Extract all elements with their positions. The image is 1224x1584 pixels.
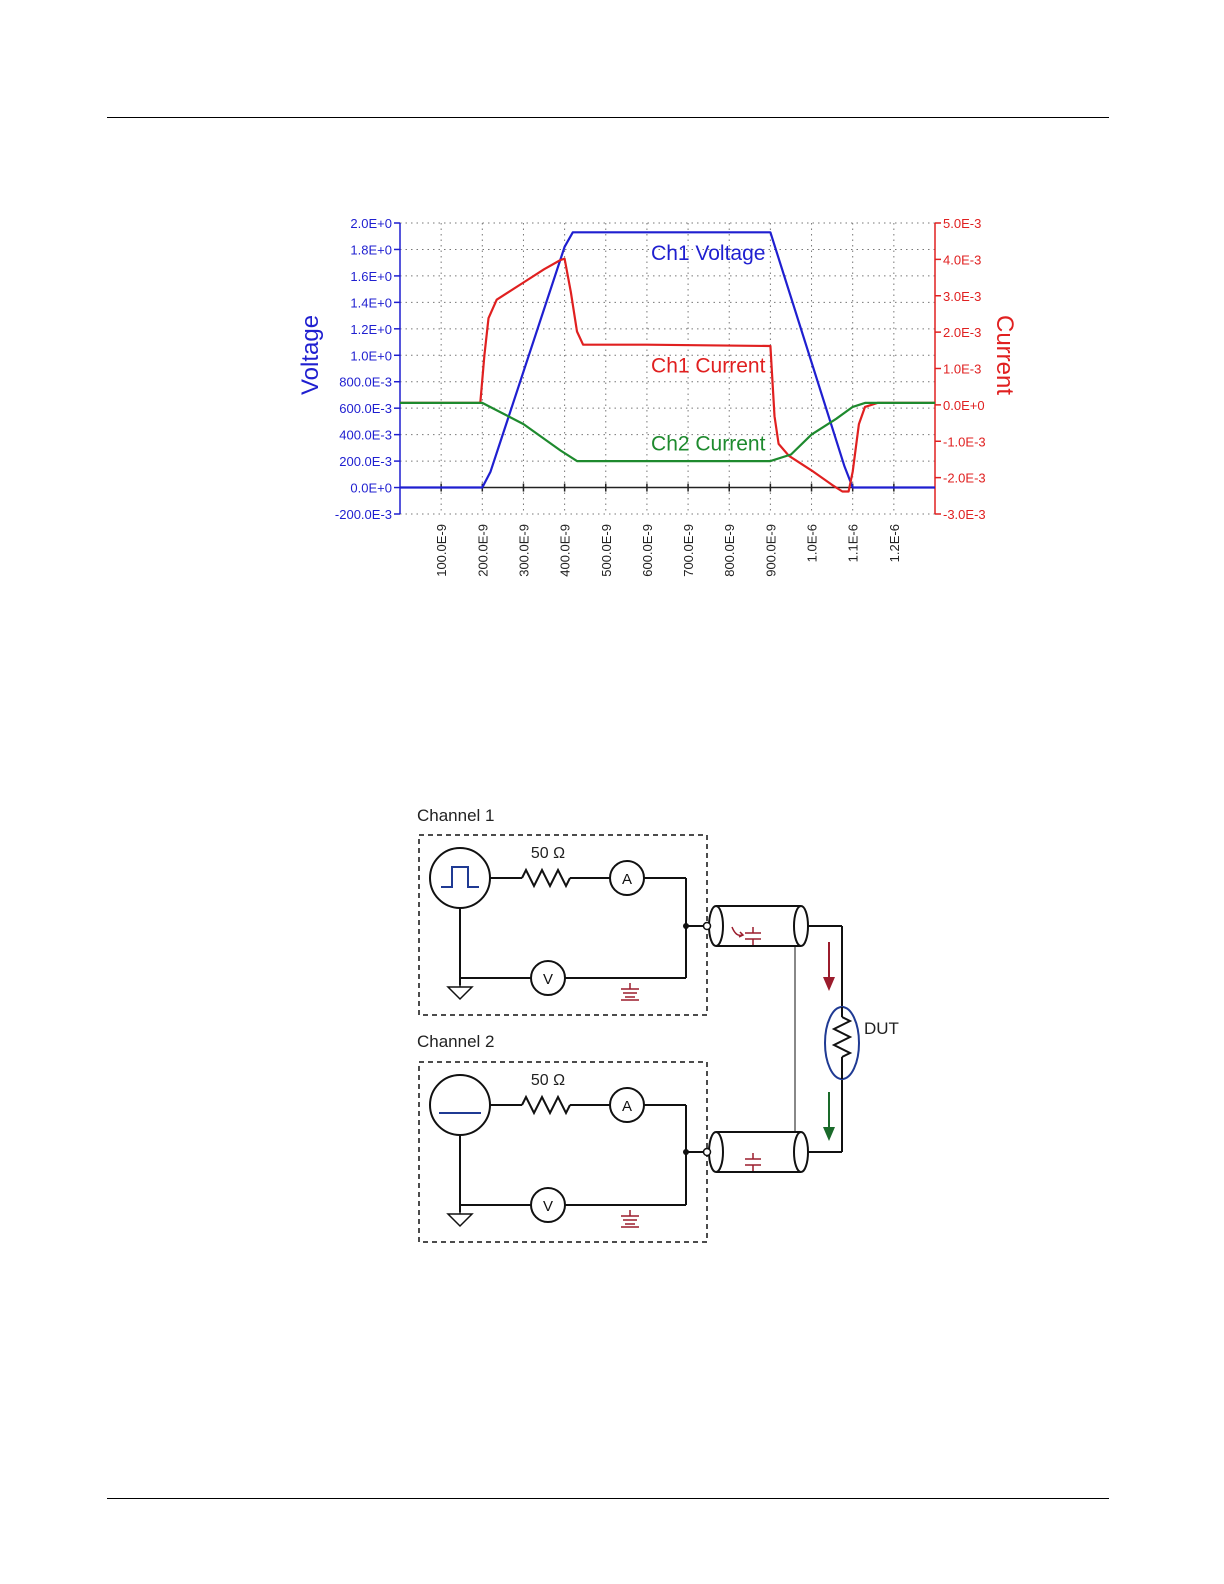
svg-text:V: V <box>543 1198 553 1215</box>
x-tick-label: 400.0E-9 <box>558 524 573 577</box>
chassis-ground-1-icon <box>621 983 639 1001</box>
y-right-tick-label: -3.0E-3 <box>943 507 986 522</box>
pulse-source-icon <box>429 847 491 909</box>
y-left-tick-label: 1.4E+0 <box>350 295 392 310</box>
y-left-tick-label: 800.0E-3 <box>339 375 392 390</box>
x-tick-label: 900.0E-9 <box>763 524 778 577</box>
ground-2-icon <box>446 1212 474 1228</box>
y-left-tick-label: 1.0E+0 <box>350 348 392 363</box>
x-tick-label: 300.0E-9 <box>516 524 531 577</box>
x-tick-label: 600.0E-9 <box>640 524 655 577</box>
dut-resistor-icon <box>824 1006 860 1080</box>
series-line-2 <box>400 257 935 493</box>
current-arrow-return-icon <box>823 1092 835 1141</box>
pulse-circuit-diagram: A V A V <box>417 806 899 1243</box>
x-tick-label: 200.0E-9 <box>475 524 490 577</box>
y-left-tick-label: 600.0E-3 <box>339 401 392 416</box>
y-left-tick-label: 1.2E+0 <box>350 322 392 337</box>
cable-capacitance-2-icon <box>745 1153 761 1171</box>
svg-text:V: V <box>543 971 553 988</box>
series-annotation-2: Ch1 Current <box>651 354 766 377</box>
dut-wiring <box>808 925 843 1153</box>
voltmeter-2-icon: V <box>530 1187 566 1223</box>
y-axis-label-left: Voltage <box>297 315 324 395</box>
series-annotation-3: Ch2 Current <box>651 433 766 456</box>
ammeter-1-icon: A <box>609 860 645 896</box>
y-right-tick-label: 2.0E-3 <box>943 325 981 340</box>
resistor1-label: 50 Ω <box>531 845 565 862</box>
y-right-tick-label: -2.0E-3 <box>943 471 986 486</box>
voltage-current-chart: 2.0E+0 1.8E+0 1.6E+0 1.4E+0 1.2E+0 1.0E+0 800.… <box>297 216 1018 577</box>
svg-text:A: A <box>622 1098 632 1115</box>
x-tick-label: 700.0E-9 <box>681 524 696 577</box>
coax-cable-1 <box>708 905 809 947</box>
x-tick-label: 800.0E-9 <box>722 524 737 577</box>
chart-series <box>400 231 935 493</box>
chart-axes: 2.0E+0 1.8E+0 1.6E+0 1.4E+0 1.2E+0 1.0E+0 800.… <box>335 216 986 577</box>
x-tick-label: 1.0E-6 <box>805 524 820 562</box>
junction-dot-1 <box>683 923 689 929</box>
y-right-tick-label: 0.0E+0 <box>943 398 985 413</box>
y-left-tick-label: 2.0E+0 <box>350 216 392 231</box>
connector-2 <box>702 1147 712 1157</box>
x-tick-label: 500.0E-9 <box>599 524 614 577</box>
channel2-wiring <box>459 1094 707 1212</box>
series-annotation-1: Ch1 Voltage <box>651 242 765 265</box>
series-line-3 <box>400 401 935 463</box>
x-tick-label: 1.1E-6 <box>846 524 861 562</box>
header-rule <box>107 117 1109 118</box>
y-left-tick-label: 0.0E+0 <box>350 481 392 496</box>
resistor2-label: 50 Ω <box>531 1072 565 1089</box>
footer-rule <box>107 1498 1109 1499</box>
y-right-tick-label: 5.0E-3 <box>943 216 981 231</box>
dut-label: DUT <box>864 1019 899 1038</box>
chassis-ground-2-icon <box>621 1210 639 1228</box>
cable-capacitance-1-icon <box>731 926 761 945</box>
y-axis-label-right: Current <box>991 315 1018 395</box>
dc-source-icon <box>429 1074 491 1136</box>
y-right-tick-label: 4.0E-3 <box>943 252 981 267</box>
y-left-tick-label: 1.8E+0 <box>350 242 392 257</box>
y-left-tick-label: -200.0E-3 <box>335 507 392 522</box>
ground-1-icon <box>446 985 474 1001</box>
junction-dot-2 <box>683 1149 689 1155</box>
x-tick-label: 1.2E-6 <box>887 524 902 562</box>
svg-text:A: A <box>622 871 632 888</box>
y-left-tick-label: 200.0E-3 <box>339 454 392 469</box>
voltmeter-1-icon: V <box>530 960 566 996</box>
ammeter-2-icon: A <box>609 1087 645 1123</box>
channel2-label: Channel 2 <box>417 1032 495 1051</box>
coax-cable-2 <box>708 1131 809 1173</box>
x-tick-label: 100.0E-9 <box>434 524 449 577</box>
y-right-tick-label: 3.0E-3 <box>943 289 981 304</box>
current-arrow-down-icon <box>823 942 835 991</box>
y-left-tick-label: 1.6E+0 <box>350 269 392 284</box>
y-right-tick-label: 1.0E-3 <box>943 362 981 377</box>
y-left-tick-label: 400.0E-3 <box>339 428 392 443</box>
connector-1 <box>702 921 712 931</box>
channel1-wiring <box>459 867 707 985</box>
channel1-label: Channel 1 <box>417 806 495 825</box>
y-right-tick-label: -1.0E-3 <box>943 434 986 449</box>
